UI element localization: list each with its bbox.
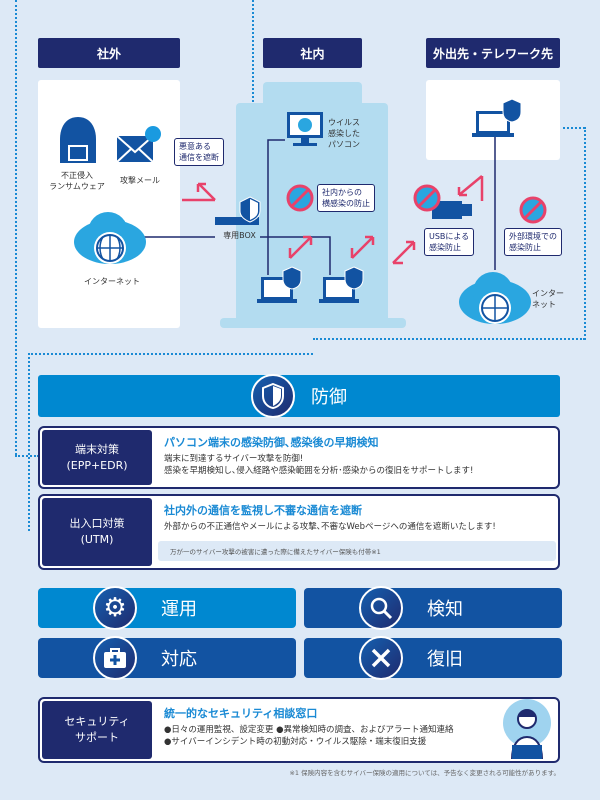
mail-icon: [116, 126, 161, 163]
usb-blocked-icon: [413, 184, 472, 219]
measure-title: パソコン端末の感染防御､感染後の早期検知: [164, 436, 379, 449]
feature-detection: 検知: [304, 586, 562, 630]
network-lines: [110, 135, 496, 275]
defense-bar: 防御: [38, 374, 560, 418]
infected-pc-label: ウイルス 感染した パソコン: [328, 118, 360, 149]
shield-icon: [251, 374, 295, 418]
connector-line: [563, 127, 585, 129]
support-title: 統一的なセキュリティ相談窓口: [164, 707, 318, 720]
security-support: セキュリティサポート 統一的なセキュリティ相談窓口 ●日々の運用監視、設定変更 …: [38, 697, 560, 763]
connector-line: [313, 338, 585, 340]
connector-line: [584, 127, 586, 340]
support-label-line: サポート: [75, 731, 119, 744]
external-tag: 外部環境での 感染防止: [504, 228, 562, 256]
outside-panel: [38, 80, 180, 328]
connector-line: [28, 353, 30, 531]
infected-pc-icon: [287, 112, 323, 146]
laptop-shield-icon: [472, 98, 522, 137]
zone-header-outside: 社外: [38, 38, 180, 68]
laptop-shield-icon: [319, 266, 364, 303]
feature-label: 復旧: [427, 649, 463, 670]
hacker-icon: [60, 117, 96, 163]
laptop-shield-icon: [257, 266, 302, 303]
zone-header-remote: 外出先・テレワーク先: [426, 38, 560, 68]
search-icon: [359, 586, 403, 630]
zone-header-inside: 社内: [263, 38, 362, 68]
office-base: [220, 318, 406, 328]
measure-label-line: 端末対策: [75, 442, 119, 456]
measure-label-line: (EPP+EDR): [66, 458, 128, 472]
arrow: [182, 182, 216, 202]
feature-label: 運用: [161, 599, 197, 620]
block-tag: 悪意ある 通信を遮断: [174, 138, 224, 166]
measure-epp-edr: 端末対策 (EPP+EDR) パソコン端末の感染防御､感染後の早期検知 端末に到達…: [38, 426, 560, 489]
measure-utm: 出入口対策 (UTM) 社内外の通信を監視し不審な通信を遮断 外部からの不正通信や…: [38, 494, 560, 570]
insurance-note: 万が一のサイバー攻撃の被害に遭った際に備えたサイバー保険も付帯※1: [158, 541, 556, 561]
support-text: ●サイバーインシデント時の初動対応・ウイルス駆除・端末復旧支援: [164, 737, 427, 747]
internet-cloud-icon: [74, 212, 146, 264]
support-label: セキュリティサポート: [42, 701, 152, 759]
connector-line: [15, 0, 17, 455]
measure-label-line: 出入口対策: [69, 517, 125, 530]
feature-label: 対応: [161, 649, 197, 670]
support-text: ●日々の運用監視、設定変更 ●異常検知時の調査、およびアラート通知連絡: [164, 725, 454, 735]
footnote: ※1 保険内容を含むサイバー保険の適用については、予告なく変更される可能性があり…: [289, 769, 560, 777]
no-virus-icon: [286, 184, 314, 212]
connector-line: [15, 455, 39, 457]
measure-text: 端末に到達するサイバー攻撃を防御!: [164, 454, 304, 464]
operator-icon: [503, 699, 551, 759]
feature-label: 検知: [427, 599, 463, 620]
usb-tag: USBによる 感染防止: [424, 228, 475, 256]
measure-label: 出入口対策 (UTM): [42, 498, 152, 566]
defense-label: 防御: [311, 387, 347, 408]
mail-label: 攻撃メール: [120, 176, 160, 185]
feature-response: 対応: [38, 636, 296, 680]
box-label: 専用BOX: [223, 231, 256, 240]
support-label-line: セキュリティ: [64, 715, 130, 728]
first-aid-icon: [93, 636, 137, 680]
no-virus-icon: [519, 196, 547, 224]
measure-title: 社内外の通信を監視し不審な通信を遮断: [164, 504, 362, 517]
connector-line: [28, 353, 313, 355]
measure-label-line: (UTM): [80, 533, 114, 546]
feature-operation: ⚙ 運用: [38, 586, 296, 630]
lateral-tag: 社内からの 横感染の防止: [317, 184, 375, 212]
internet-cloud-icon: [459, 272, 531, 324]
threat-label: 不正侵入 ランサムウェア: [49, 171, 105, 191]
internet-label: インターネット: [84, 277, 140, 286]
feature-recovery: 復旧: [304, 636, 562, 680]
measure-text: 感染を早期検知し､侵入経路や感染範囲を分析･感染からの復旧をサポートします!: [164, 466, 474, 476]
measure-text: 外部からの不正通信やメールによる攻撃､不審なWebページへの通信を遮断いたします…: [164, 522, 496, 532]
tools-icon: [359, 636, 403, 680]
connector-line: [252, 0, 254, 178]
remote-internet-label: インター ネット: [532, 289, 564, 309]
gear-icon: ⚙: [93, 586, 137, 630]
measure-label: 端末対策 (EPP+EDR): [42, 430, 152, 485]
utm-box-shield-icon: [215, 196, 261, 225]
